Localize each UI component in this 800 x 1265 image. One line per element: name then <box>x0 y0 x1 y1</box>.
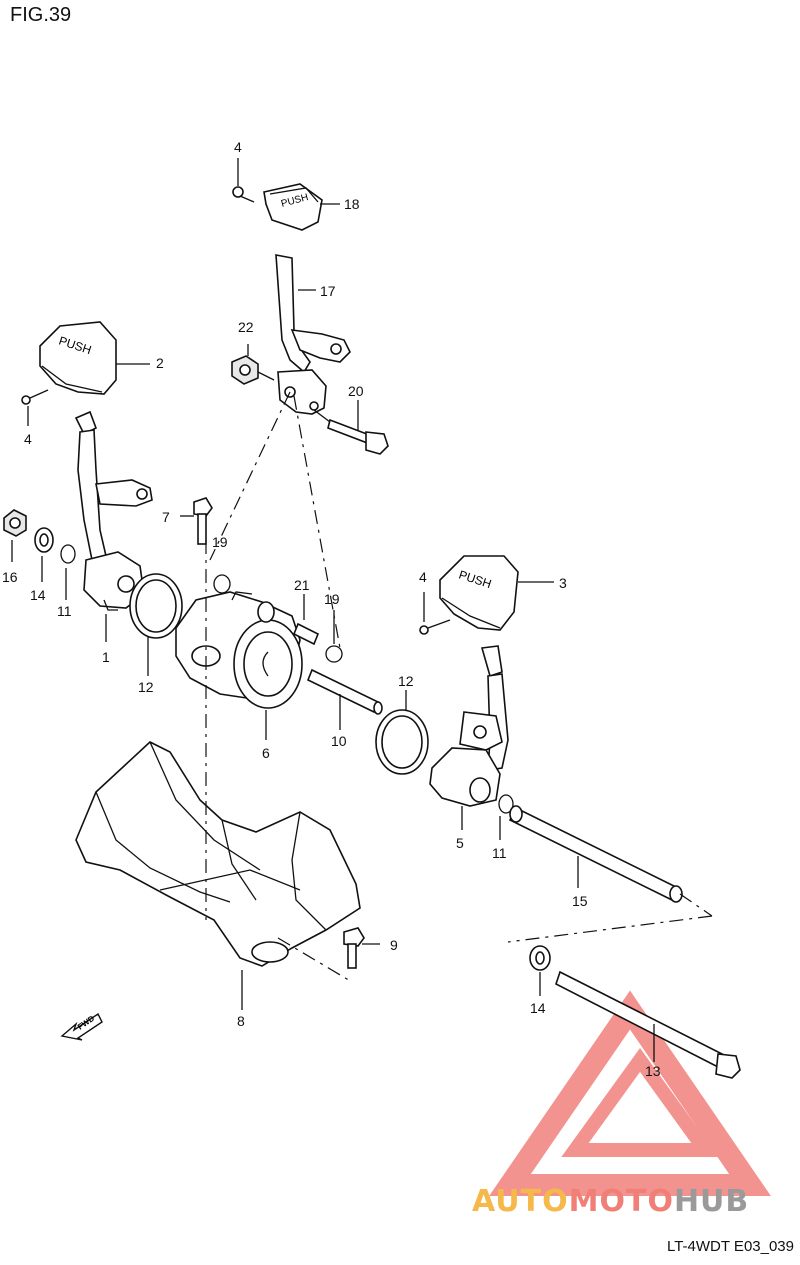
part-22-nut <box>231 344 275 385</box>
brand-hub: HUB <box>673 1184 750 1219</box>
callout-4-right: 4 <box>419 569 427 585</box>
part-14-washer-left <box>34 527 54 582</box>
callout-14-left: 14 <box>30 587 46 603</box>
callout-17: 17 <box>320 283 336 299</box>
brand-moto: MOTO <box>568 1184 674 1219</box>
callout-16: 16 <box>2 569 18 585</box>
callout-4-top: 4 <box>234 139 242 155</box>
part-4-screw-right <box>419 592 451 635</box>
part-11-clip-left <box>60 544 76 600</box>
callout-12-right: 12 <box>398 673 414 689</box>
callout-8: 8 <box>237 1013 245 1029</box>
callout-14-right: 14 <box>530 1000 546 1016</box>
callout-9: 9 <box>390 937 398 953</box>
part-18-cap: PUSH <box>263 183 323 231</box>
figure-title: FIG.39 <box>10 4 72 26</box>
part-17-lever <box>275 254 351 415</box>
part-15-shaft <box>508 805 683 903</box>
callout-1: 1 <box>102 649 110 665</box>
callout-13: 13 <box>645 1063 661 1079</box>
callout-6: 6 <box>262 745 270 761</box>
fwd-arrow-icon: FWD <box>60 1012 103 1041</box>
figure-code: LT-4WDT E03_039 <box>666 1238 794 1255</box>
assembly-lines <box>205 391 713 983</box>
part-13-bolt <box>555 970 741 1079</box>
callout-12-left: 12 <box>138 679 154 695</box>
part-14-washer-right <box>529 945 551 996</box>
callout-21: 21 <box>294 577 310 593</box>
part-12-seal-right <box>375 690 429 775</box>
callout-18: 18 <box>344 196 360 212</box>
part-4-screw-top <box>232 158 255 203</box>
part-20-bolt <box>313 400 389 455</box>
callout-15: 15 <box>572 893 588 909</box>
callout-7: 7 <box>162 509 170 525</box>
callout-labels: 1 2 3 4 4 4 5 6 7 8 9 10 11 11 12 12 13 … <box>2 139 661 1079</box>
part-1-shift-lever <box>74 410 153 642</box>
callout-19-b: 19 <box>324 591 340 607</box>
part-19-clip-a <box>213 574 231 594</box>
callout-4-left: 4 <box>24 431 32 447</box>
callout-3: 3 <box>559 575 567 591</box>
brand-auto: AUTO <box>472 1184 569 1219</box>
callout-5: 5 <box>456 835 464 851</box>
part-5-lever <box>429 645 509 830</box>
callout-22: 22 <box>238 319 254 335</box>
watermark-logo <box>489 990 771 1196</box>
callout-11-left: 11 <box>57 603 72 619</box>
callout-19-a: 19 <box>212 534 228 550</box>
part-9-bolt <box>343 927 380 969</box>
part-8-bracket <box>75 741 361 1010</box>
part-2-knob: PUSH <box>39 321 150 395</box>
part-10-shaft <box>306 668 383 730</box>
watermark-brand: AUTOMOTOHUB <box>472 1184 749 1219</box>
callout-2: 2 <box>156 355 164 371</box>
part-7-bolt <box>180 497 213 545</box>
callout-10: 10 <box>331 733 347 749</box>
part-4-screw-left <box>21 389 49 426</box>
part-6-housing <box>175 591 303 740</box>
part-16-nut <box>3 509 27 562</box>
part-3-knob: PUSH <box>439 555 554 631</box>
part-12-seal-left <box>129 573 183 676</box>
callout-11-right: 11 <box>492 845 507 861</box>
callout-20: 20 <box>348 383 364 399</box>
part-21-pin <box>292 594 320 646</box>
part-11-clip-right <box>498 794 514 840</box>
